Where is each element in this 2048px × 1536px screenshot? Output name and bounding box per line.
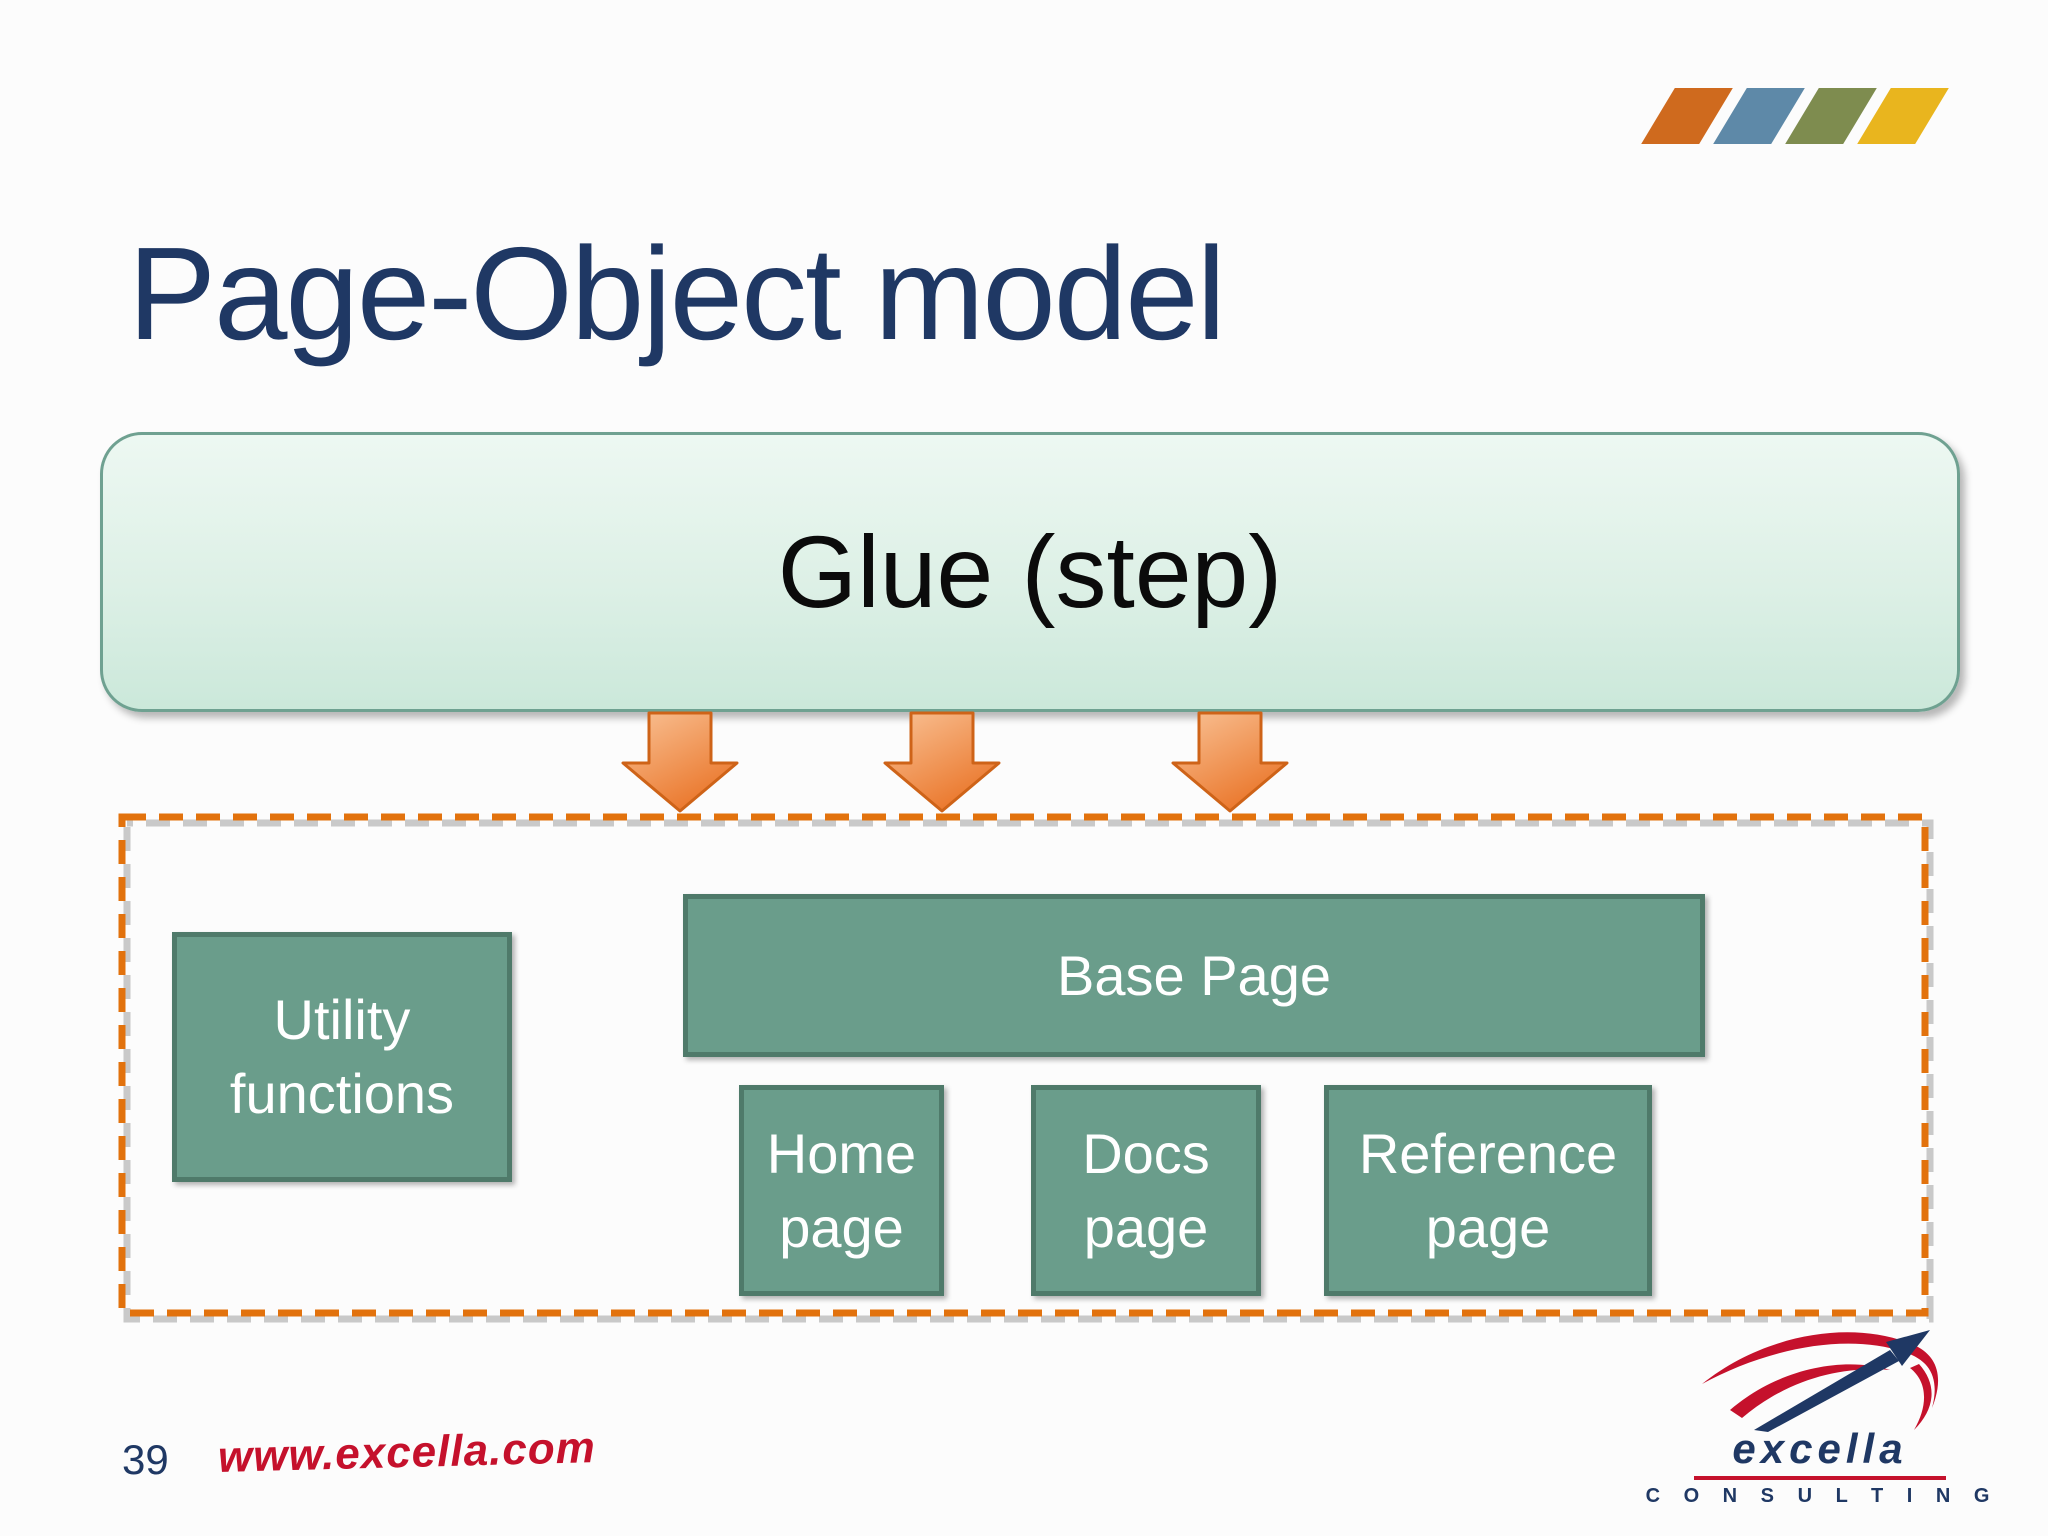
base-page-label: Base Page bbox=[1057, 943, 1331, 1007]
utility-functions-box: Utility functions bbox=[172, 932, 512, 1182]
down-arrow-icon bbox=[1171, 711, 1289, 813]
reference-page-label: Reference page bbox=[1358, 1121, 1618, 1259]
excella-consulting-logo: excella C O N S U L T I N G bbox=[1646, 1326, 1989, 1508]
logo-swoosh-arrow-icon bbox=[1702, 1330, 1939, 1432]
website-url: www.excella.com bbox=[217, 1423, 597, 1482]
slide-title: Page-Object model bbox=[128, 220, 1226, 367]
base-page-box: Base Page bbox=[683, 894, 1705, 1057]
down-arrow-icon bbox=[883, 711, 1001, 813]
docs-page-label: Docs page bbox=[1082, 1121, 1210, 1259]
logo-tagline-text: C O N S U L T I N G bbox=[1645, 1485, 1999, 1507]
home-page-box: Home page bbox=[739, 1085, 944, 1296]
logo-brand-text: excella bbox=[1694, 1428, 1946, 1480]
glue-step-box: Glue (step) bbox=[100, 432, 1960, 712]
down-arrow-icon bbox=[621, 711, 739, 813]
home-page-label: Home page bbox=[766, 1121, 917, 1259]
docs-page-box: Docs page bbox=[1031, 1085, 1261, 1296]
utility-functions-label: Utility functions bbox=[229, 988, 455, 1125]
glue-step-label: Glue (step) bbox=[777, 514, 1283, 629]
page-objects-dashed-container bbox=[118, 813, 1934, 1323]
reference-page-box: Reference page bbox=[1324, 1085, 1652, 1296]
page-number: 39 bbox=[122, 1436, 169, 1483]
corner-slashes-decoration bbox=[1641, 88, 1949, 144]
